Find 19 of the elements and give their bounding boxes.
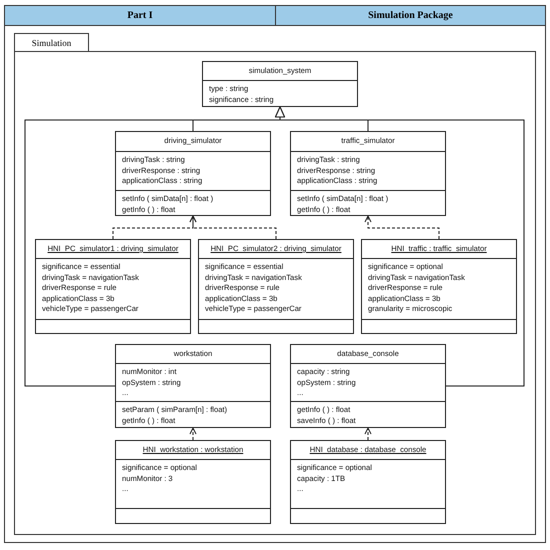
header-cell: Simulation Package xyxy=(275,6,545,26)
class-box xyxy=(115,131,271,216)
dependency-arrow xyxy=(364,428,372,440)
dependency-arrow xyxy=(190,216,276,240)
package-tab: Simulation xyxy=(14,33,89,52)
class-box xyxy=(35,239,191,334)
class-box xyxy=(202,61,358,107)
class-box xyxy=(198,239,354,334)
class-box xyxy=(115,344,271,428)
class-box xyxy=(290,344,446,428)
dependency-arrow xyxy=(364,216,440,240)
class-box xyxy=(361,239,517,334)
generalization-arrow xyxy=(275,106,524,386)
header-cell: Part I xyxy=(5,6,275,26)
class-box xyxy=(115,440,271,524)
class-box xyxy=(290,131,446,216)
dependency-arrow xyxy=(112,216,196,240)
dependency-arrow xyxy=(190,428,196,440)
class-box xyxy=(290,440,446,524)
